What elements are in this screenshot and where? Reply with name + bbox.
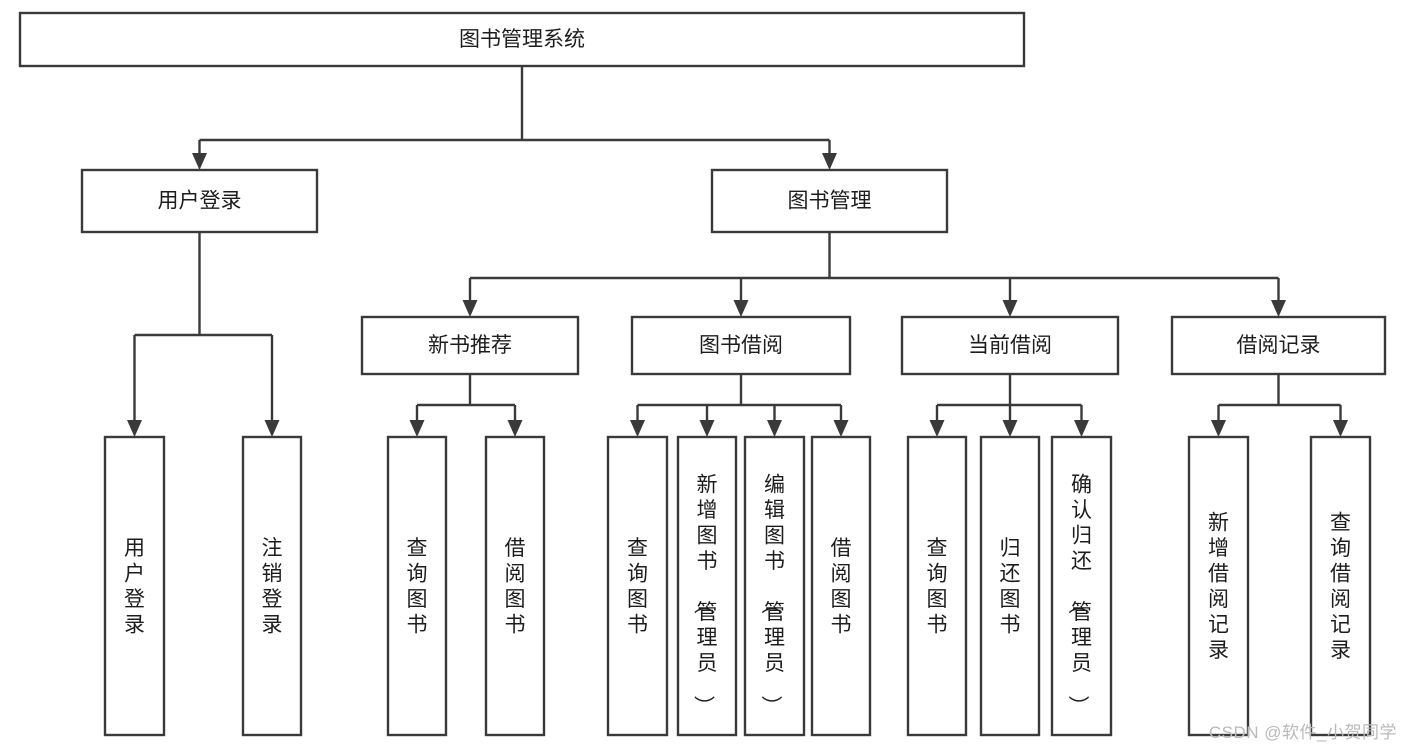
node-leaf-query-book-2[interactable]: 查询图书 — [606, 435, 669, 737]
node-leaf-add-record[interactable]: 新增借阅记录 — [1187, 435, 1250, 737]
node-label: 借阅记录 — [1237, 334, 1321, 357]
node-box[interactable] — [360, 315, 580, 376]
node-user-login[interactable]: 用户登录 — [80, 168, 319, 234]
arrow-head-icon — [127, 420, 142, 437]
arrow-head-icon — [409, 420, 425, 437]
node-label: 确认归还（管理员） — [1066, 473, 1092, 716]
arrow-head-icon — [767, 420, 782, 437]
arrow-head-icon — [630, 420, 645, 437]
node-leaf-logout[interactable]: 注销登录 — [241, 435, 303, 737]
arrow-head-icon — [1002, 420, 1018, 437]
node-leaf-query-book-3[interactable]: 查询图书 — [906, 435, 968, 737]
node-label: 查询图书 — [407, 537, 428, 637]
arrow-head-icon — [699, 420, 715, 437]
node-leaf-confirm-return[interactable]: 确认归还（管理员） — [1050, 435, 1113, 737]
node-label: 新增图书（管理员） — [692, 473, 718, 716]
node-label: 归还图书 — [1000, 537, 1021, 637]
node-box[interactable] — [630, 315, 852, 376]
arrow-head-icon — [1333, 420, 1348, 437]
node-box[interactable] — [1050, 435, 1113, 737]
node-box[interactable] — [103, 435, 166, 737]
node-box[interactable] — [18, 11, 1026, 68]
watermark-text: CSDN @软件_小贺同学 — [1208, 723, 1397, 742]
arrow-head-icon — [1271, 300, 1286, 317]
node-root[interactable]: 图书管理系统 — [18, 11, 1026, 68]
node-box[interactable] — [676, 435, 738, 737]
node-book-borrow[interactable]: 图书借阅 — [630, 315, 852, 376]
node-label: 当前借阅 — [968, 334, 1052, 357]
arrow-head-icon — [507, 420, 523, 437]
arrow-head-icon — [733, 300, 749, 317]
node-box[interactable] — [743, 435, 806, 737]
node-borrow-record[interactable]: 借阅记录 — [1170, 315, 1387, 376]
node-leaf-add-book[interactable]: 新增图书（管理员） — [676, 435, 738, 737]
node-label: 编辑图书（管理员） — [759, 473, 785, 716]
node-box[interactable] — [810, 435, 872, 737]
node-box[interactable] — [710, 168, 949, 234]
arrow-head-icon — [929, 420, 945, 437]
node-layer: 图书管理系统用户登录图书管理新书推荐图书借阅当前借阅借阅记录用户登录注销登录查询… — [18, 11, 1387, 737]
node-leaf-query-record[interactable]: 查询借阅记录 — [1309, 435, 1372, 737]
arrow-head-icon — [1074, 420, 1089, 437]
node-label: 图书管理 — [788, 190, 872, 213]
node-box[interactable] — [900, 315, 1120, 376]
node-label: 新增借阅记录 — [1208, 512, 1229, 663]
node-box[interactable] — [1187, 435, 1250, 737]
connector-layer — [127, 66, 1348, 437]
node-label: 查询图书 — [627, 537, 648, 637]
node-leaf-edit-book[interactable]: 编辑图书（管理员） — [743, 435, 806, 737]
arrow-head-icon — [822, 153, 837, 170]
node-leaf-query-book-1[interactable]: 查询图书 — [386, 435, 448, 737]
node-label: 借阅图书 — [831, 537, 852, 637]
node-label: 借阅图书 — [505, 537, 526, 637]
arrow-head-icon — [264, 420, 280, 437]
arrow-head-icon — [833, 420, 849, 437]
node-box[interactable] — [1309, 435, 1372, 737]
node-label: 注销登录 — [262, 537, 283, 637]
node-box[interactable] — [1170, 315, 1387, 376]
node-label: 图书借阅 — [699, 334, 783, 357]
arrow-head-icon — [1211, 420, 1226, 437]
node-label: 用户登录 — [124, 537, 145, 637]
node-current-borrow[interactable]: 当前借阅 — [900, 315, 1120, 376]
node-label: 查询借阅记录 — [1330, 512, 1351, 663]
node-label: 查询图书 — [927, 537, 948, 637]
node-label: 图书管理系统 — [459, 28, 585, 51]
node-box[interactable] — [906, 435, 968, 737]
node-box[interactable] — [386, 435, 448, 737]
node-label: 新书推荐 — [428, 334, 512, 357]
node-leaf-return-book[interactable]: 归还图书 — [979, 435, 1041, 737]
node-book-manage[interactable]: 图书管理 — [710, 168, 949, 234]
node-box[interactable] — [979, 435, 1041, 737]
node-label: 用户登录 — [158, 190, 242, 213]
node-new-book-rec[interactable]: 新书推荐 — [360, 315, 580, 376]
arrow-head-icon — [462, 300, 478, 317]
node-leaf-user-login[interactable]: 用户登录 — [103, 435, 166, 737]
node-box[interactable] — [241, 435, 303, 737]
node-box[interactable] — [80, 168, 319, 234]
node-leaf-borrow-book-2[interactable]: 借阅图书 — [810, 435, 872, 737]
node-box[interactable] — [484, 435, 546, 737]
node-leaf-borrow-book-1[interactable]: 借阅图书 — [484, 435, 546, 737]
arrow-head-icon — [1002, 300, 1018, 317]
arrow-head-icon — [192, 153, 207, 170]
node-box[interactable] — [606, 435, 669, 737]
